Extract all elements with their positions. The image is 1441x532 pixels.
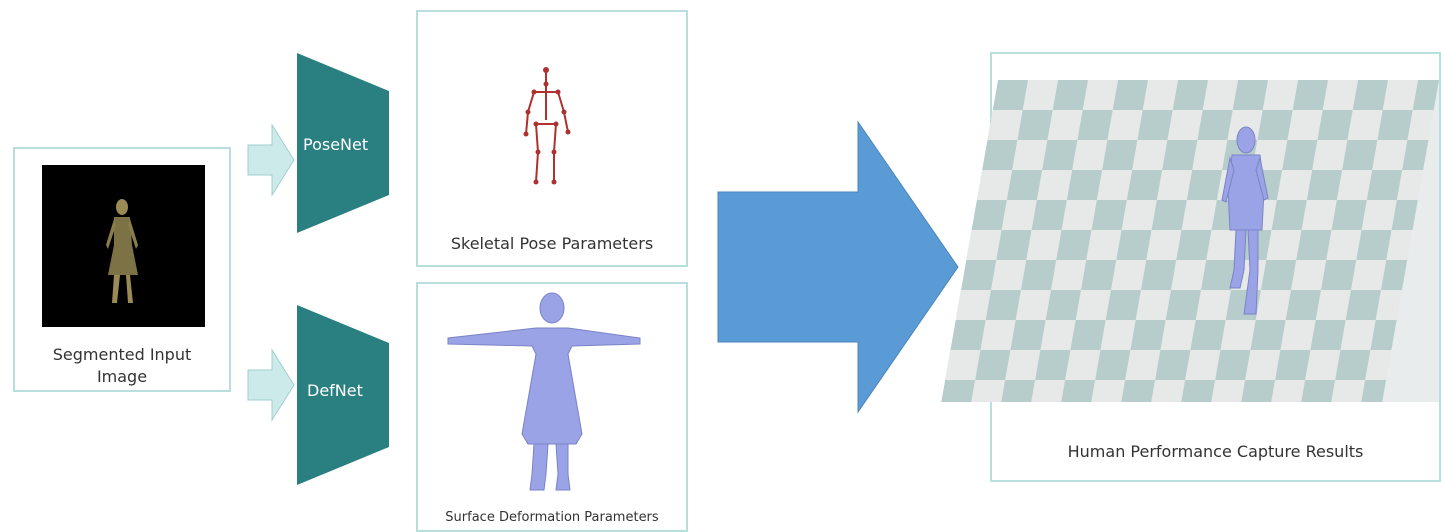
- arrow-to-posenet: [248, 125, 298, 195]
- tpose-mesh-figure: [418, 284, 690, 499]
- segmented-input-image: [42, 165, 205, 327]
- arrow-to-defnet: [248, 350, 298, 420]
- input-image-panel: Segmented Input Image: [13, 147, 231, 392]
- posenet-block: PoseNet: [297, 53, 392, 233]
- defnet-block: DefNet: [297, 305, 392, 485]
- skeleton-figure: [418, 12, 690, 212]
- big-arrow: [718, 122, 963, 412]
- input-label-line1: Segmented Input: [15, 345, 229, 364]
- defnet-label: DefNet: [307, 381, 363, 400]
- results-panel: Human Performance Capture Results: [990, 52, 1441, 482]
- skeletal-label: Skeletal Pose Parameters: [418, 234, 686, 253]
- results-render: [998, 80, 1439, 402]
- input-label-line2: Image: [15, 367, 229, 386]
- posenet-label: PoseNet: [303, 135, 368, 154]
- person-silhouette: [42, 165, 205, 327]
- surface-label: Surface Deformation Parameters: [418, 510, 686, 525]
- skeletal-pose-panel: Skeletal Pose Parameters: [416, 10, 688, 267]
- results-label: Human Performance Capture Results: [992, 442, 1439, 461]
- surface-deformation-panel: Surface Deformation Parameters: [416, 282, 688, 532]
